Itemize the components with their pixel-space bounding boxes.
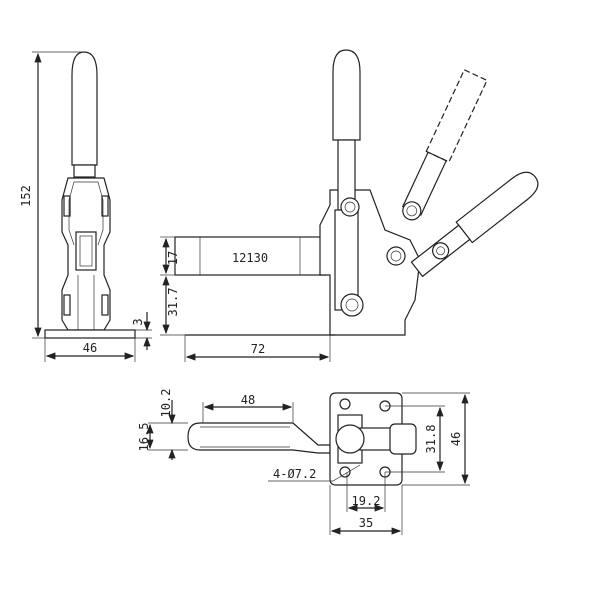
model-number: 12130 — [232, 251, 268, 265]
spindle-knob — [335, 424, 365, 454]
dim-base-height: 31.7 — [166, 288, 180, 317]
vertical-handle-grip — [332, 49, 361, 141]
dim-handle-offset: 10.2 — [159, 389, 173, 418]
top-view: 10.2 16.5 48 4-Ø7.2 31.8 46 19.2 35 — [137, 389, 470, 535]
side-handle-grip — [71, 51, 98, 166]
mount-hole — [339, 398, 351, 410]
dim-body-height: 17 — [166, 251, 180, 265]
front-view: 12130 17 31.7 72 — [160, 49, 539, 362]
hole-callout: 4-Ø7.2 — [273, 467, 316, 481]
dim-base-thickness: 3 — [131, 318, 145, 325]
dim-hole-spacing-x: 19.2 — [352, 494, 381, 508]
side-handle-neck — [73, 164, 96, 178]
mount-hole — [339, 466, 351, 478]
side-view: 152 46 3 — [19, 51, 152, 362]
top-handle — [187, 422, 331, 454]
dim-height: 152 — [19, 185, 33, 207]
angled-handle — [410, 171, 539, 278]
dim-handle-length: 48 — [241, 393, 255, 407]
dim-hole-spacing-y: 31.8 — [424, 425, 438, 454]
dim-plate-width: 35 — [359, 516, 373, 530]
dim-handle-width: 16.5 — [137, 423, 151, 452]
open-position-handle — [401, 69, 488, 221]
dim-base-width: 46 — [83, 341, 97, 355]
side-base-plate — [44, 329, 136, 339]
dim-length: 72 — [251, 342, 265, 356]
dim-plate-height: 46 — [449, 432, 463, 446]
